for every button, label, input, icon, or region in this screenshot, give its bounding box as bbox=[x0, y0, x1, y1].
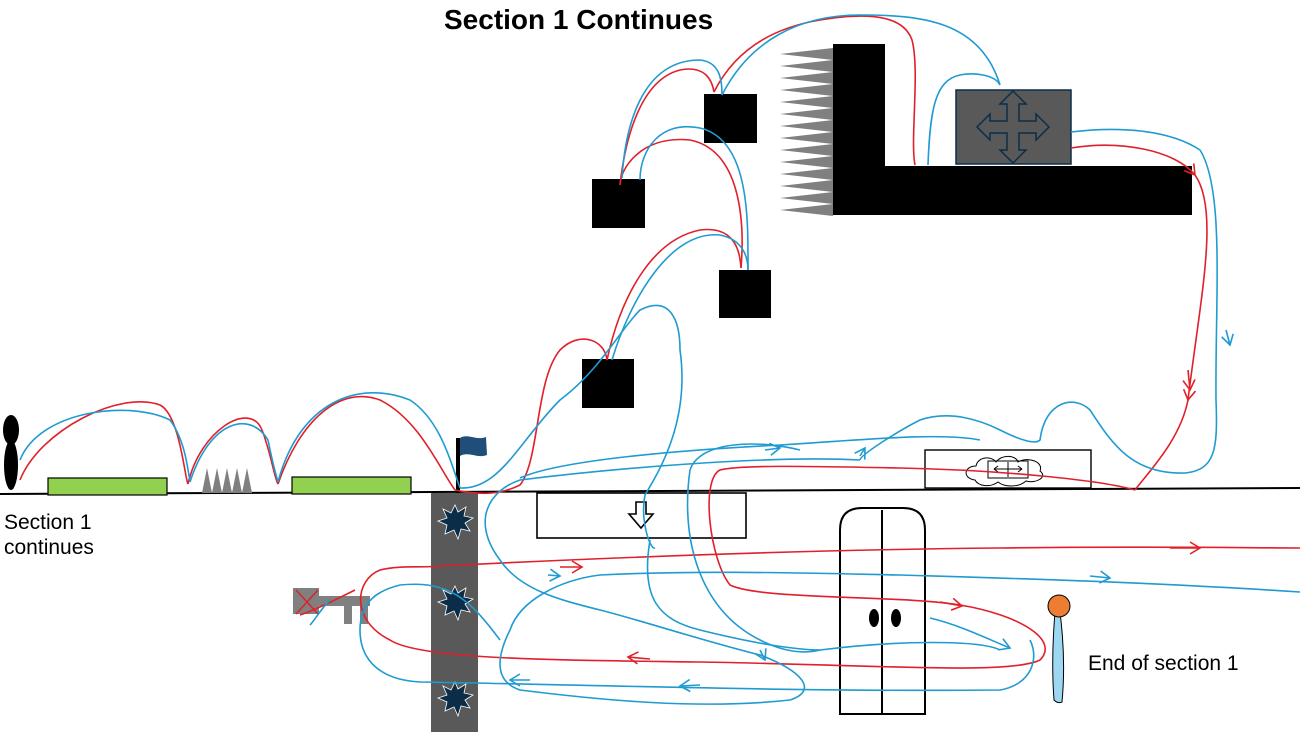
explosion-icon bbox=[436, 504, 475, 541]
spike-icon bbox=[780, 204, 833, 216]
spike-icon bbox=[780, 108, 833, 120]
checkpoint-flag-icon bbox=[456, 436, 487, 493]
red-path bbox=[19, 15, 1300, 669]
floating-block-1 bbox=[704, 94, 757, 143]
platform-green-1 bbox=[47, 477, 168, 496]
spike-icon bbox=[232, 468, 242, 493]
down-arrow-icon bbox=[627, 501, 655, 530]
spike-icon bbox=[780, 168, 833, 180]
spike-icon bbox=[202, 468, 212, 493]
moving-block bbox=[955, 89, 1072, 165]
spike-icon bbox=[242, 468, 252, 493]
floating-block-4 bbox=[582, 359, 634, 408]
spike-icon bbox=[780, 72, 833, 84]
spike-icon bbox=[780, 120, 833, 132]
door-icon bbox=[839, 507, 926, 715]
spike-icon bbox=[780, 192, 833, 204]
end-of-section-label: End of section 1 bbox=[1088, 652, 1239, 675]
spike-icon bbox=[780, 96, 833, 108]
floating-block-3 bbox=[719, 270, 771, 318]
lever-icon bbox=[1047, 594, 1071, 704]
move-arrows-icon bbox=[975, 89, 1051, 165]
platform-green-2 bbox=[291, 476, 412, 495]
explosion-icon bbox=[436, 585, 475, 622]
l-wall bbox=[833, 44, 1192, 215]
spike-icon bbox=[780, 156, 833, 168]
cloud-icon bbox=[965, 455, 1044, 487]
floating-block-2 bbox=[592, 179, 645, 228]
ground-spikes bbox=[202, 468, 252, 493]
player-icon bbox=[3, 415, 19, 490]
diagram-title: Section 1 Continues bbox=[444, 4, 714, 35]
spike-icon bbox=[780, 60, 833, 72]
spike-icon bbox=[780, 144, 833, 156]
spike-icon bbox=[222, 468, 232, 493]
blue-path bbox=[19, 14, 1300, 705]
wall-spikes bbox=[780, 48, 833, 216]
explosion-icon bbox=[436, 681, 475, 718]
hazard-column bbox=[431, 493, 478, 732]
spike-icon bbox=[780, 132, 833, 144]
spike-icon bbox=[780, 180, 833, 192]
drop-platform bbox=[536, 492, 747, 539]
section-continues-label: Section 1 continues bbox=[4, 511, 94, 560]
spike-icon bbox=[212, 468, 222, 493]
spike-icon bbox=[780, 48, 833, 60]
broken-key-icon bbox=[293, 588, 370, 624]
spike-icon bbox=[780, 84, 833, 96]
cloud-platform bbox=[924, 449, 1092, 489]
